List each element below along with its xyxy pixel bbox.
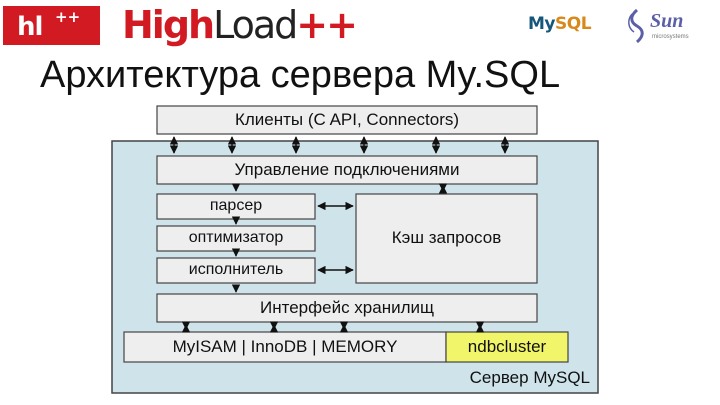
hl-logo-plus: ++ [55,8,81,26]
page-title: Архитектура сервера My.SQL [40,54,561,96]
engine-arrows [181,321,485,333]
query-cache-box [355,193,538,284]
mysql-logo-sql: SQL [555,14,592,34]
mysql-logo-my: My [528,14,556,34]
clients-label: Клиенты (C API, Connectors) [234,110,460,129]
sun-logo: Sun microsystems [626,8,716,48]
clients-box [156,105,538,135]
sun-logo-text: Sun [650,10,684,32]
storage-interface-label: Интерфейс хранилищ [260,298,434,317]
connection-management-box [156,155,538,185]
server-label: Сервер MySQL [469,368,590,387]
internal-arrows [231,183,448,293]
highload-brand-logo: HighLoad++ [122,3,358,47]
brand-load: Load [213,3,298,47]
mysql-logo: MySQL [528,14,592,34]
brand-high: High [122,3,215,47]
executor-box [156,257,316,284]
client-arrows [169,136,510,154]
engines-label: MyISAM | InnoDB | MEMORY [172,337,398,356]
parser-box [156,193,316,220]
optimizer-box [156,225,316,252]
engines-box [123,331,447,363]
parser-label: парсер [209,197,263,214]
storage-interface-box [156,293,538,323]
sun-logo-subtext: microsystems [652,34,689,40]
highload-hl-logo: hl ++ [3,6,100,45]
query-cache-label: Кэш запросов [391,228,502,247]
ndbcluster-box [445,331,569,363]
sun-mark-icon [628,8,644,44]
executor-label: исполнитель [188,261,284,278]
brand-plus: ++ [296,3,358,47]
ndbcluster-label: ndbcluster [467,337,547,356]
optimizer-label: оптимизатор [188,229,284,246]
connection-management-label: Управление подключениями [234,160,460,179]
hl-logo-text: hl [17,12,43,42]
